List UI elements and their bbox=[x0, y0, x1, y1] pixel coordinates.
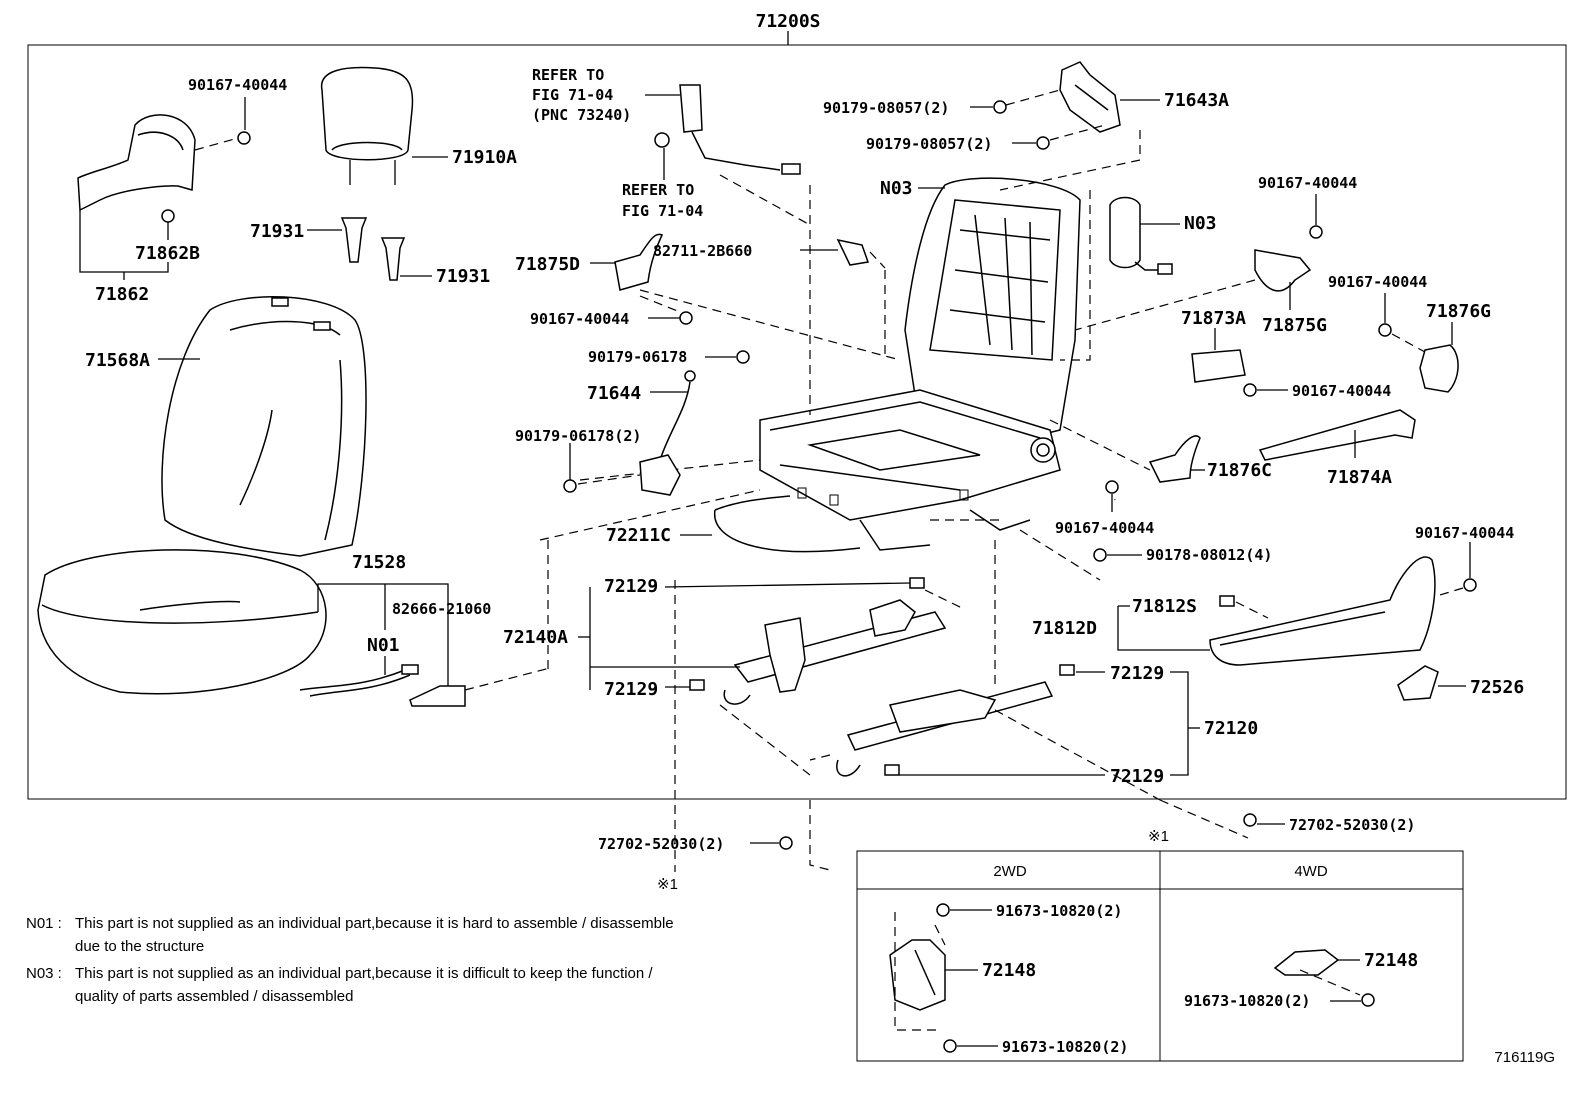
inset-label-91673-c[interactable]: 91673-10820(2) bbox=[1184, 992, 1310, 1010]
refer-text-lower-line2[interactable]: FIG 71-04 bbox=[622, 202, 703, 220]
seat-frame-drawing bbox=[759, 177, 1081, 551]
part-label-71931-b[interactable]: 71931 bbox=[436, 266, 490, 287]
clip-82711-drawing bbox=[836, 238, 870, 266]
back-cover-drawing bbox=[77, 114, 196, 212]
part-label-71875d[interactable]: 71875D bbox=[515, 254, 580, 275]
footnote-n01-line1[interactable]: This part is not supplied as an individu… bbox=[75, 915, 674, 932]
drive-type-inset bbox=[856, 850, 1464, 1062]
part-label-71876c[interactable]: 71876C bbox=[1207, 460, 1272, 481]
assembly-number-label[interactable]: 71200S bbox=[755, 11, 820, 32]
footnote-n01-line2[interactable]: due to the structure bbox=[75, 938, 204, 955]
part-label-71812s[interactable]: 71812S bbox=[1132, 596, 1197, 617]
footnote-n03-code[interactable]: N03 : bbox=[26, 965, 62, 982]
seat-adjuster-right-drawing bbox=[836, 664, 1075, 777]
part-label-n03-frame[interactable]: N03 bbox=[880, 178, 913, 199]
seat-cushion-drawing bbox=[37, 549, 327, 695]
part-label-90179-06178-b[interactable]: 90179-06178(2) bbox=[515, 427, 641, 445]
side-airbag-drawing bbox=[1109, 196, 1173, 275]
part-label-82666-21060[interactable]: 82666-21060 bbox=[392, 600, 491, 618]
part-label-90167-40044-e[interactable]: 90167-40044 bbox=[1292, 382, 1391, 400]
part-label-72129-c[interactable]: 72129 bbox=[1110, 663, 1164, 684]
assembly-frame bbox=[27, 44, 1567, 800]
knob-72526-drawing bbox=[1397, 665, 1439, 701]
harness-71644-drawing bbox=[639, 350, 750, 496]
part-label-90179-08057-a[interactable]: 90179-08057(2) bbox=[823, 99, 949, 117]
bolt-72702-left bbox=[779, 836, 793, 850]
part-label-71931-a[interactable]: 71931 bbox=[250, 221, 304, 242]
part-label-72120[interactable]: 72120 bbox=[1204, 718, 1258, 739]
cover-71873a-drawing bbox=[1191, 349, 1246, 383]
trim-71875g-drawing bbox=[1254, 249, 1312, 292]
bolt-72702-right bbox=[1243, 813, 1257, 827]
trim-71876g-drawing bbox=[1419, 344, 1459, 393]
part-label-90167-40044-b[interactable]: 90167-40044 bbox=[530, 310, 629, 328]
part-label-90178-08012[interactable]: 90178-08012(4) bbox=[1146, 546, 1272, 564]
inset-header-2wd[interactable]: 2WD bbox=[993, 863, 1027, 880]
part-label-82711-2b660[interactable]: 82711-2B660 bbox=[653, 242, 752, 260]
seat-harness-drawing bbox=[299, 664, 466, 707]
seat-adjuster-left-drawing bbox=[689, 577, 947, 705]
refer-text-upper-line1[interactable]: REFER TO bbox=[532, 66, 604, 84]
seatback-cover-drawing bbox=[161, 296, 367, 557]
inset-label-72148-a[interactable]: 72148 bbox=[982, 960, 1036, 981]
figure-code[interactable]: 716119G bbox=[1494, 1049, 1555, 1066]
note-mark-1a[interactable]: ※1 bbox=[657, 876, 678, 893]
part-label-72129-b[interactable]: 72129 bbox=[604, 679, 658, 700]
part-label-90167-40044-f[interactable]: 90167-40044 bbox=[1055, 519, 1154, 537]
bracket-4wd-drawing bbox=[1273, 949, 1375, 1007]
part-label-71876g[interactable]: 71876G bbox=[1426, 301, 1491, 322]
part-label-90167-40044-d[interactable]: 90167-40044 bbox=[1328, 273, 1427, 291]
part-label-71873a[interactable]: 71873A bbox=[1181, 308, 1246, 329]
part-label-71528[interactable]: 71528 bbox=[352, 552, 406, 573]
inset-label-91673-b[interactable]: 91673-10820(2) bbox=[1002, 1038, 1128, 1056]
note-mark-1b[interactable]: ※1 bbox=[1148, 828, 1169, 845]
footnote-n03-line1[interactable]: This part is not supplied as an individu… bbox=[75, 965, 653, 982]
trim-71874a-drawing bbox=[1258, 409, 1416, 461]
part-label-72211c[interactable]: 72211C bbox=[606, 525, 671, 546]
footnote-n03-line2[interactable]: quality of parts assembled / disassemble… bbox=[75, 988, 353, 1005]
part-label-90167-40044-g[interactable]: 90167-40044 bbox=[1415, 524, 1514, 542]
part-label-71568a[interactable]: 71568A bbox=[85, 350, 150, 371]
part-label-71874a[interactable]: 71874A bbox=[1327, 467, 1392, 488]
part-label-n01[interactable]: N01 bbox=[367, 635, 400, 656]
trim-71875d-drawing bbox=[614, 233, 664, 291]
side-shield-drawing bbox=[1209, 556, 1436, 666]
part-label-72702-52030-b[interactable]: 72702-52030(2) bbox=[1289, 816, 1415, 834]
part-label-90167-40044-a[interactable]: 90167-40044 bbox=[188, 76, 287, 94]
part-label-71875g[interactable]: 71875G bbox=[1262, 315, 1327, 336]
wire-72211c-drawing bbox=[714, 495, 861, 553]
part-label-71812d[interactable]: 71812D bbox=[1032, 618, 1097, 639]
part-label-n03-airbag[interactable]: N03 bbox=[1184, 213, 1217, 234]
part-label-71862b[interactable]: 71862B bbox=[135, 243, 200, 264]
bracket-2wd-drawing bbox=[889, 903, 957, 1053]
refer-text-lower-line1[interactable]: REFER TO bbox=[622, 181, 694, 199]
part-label-72526[interactable]: 72526 bbox=[1470, 677, 1524, 698]
part-label-90167-40044-c[interactable]: 90167-40044 bbox=[1258, 174, 1357, 192]
refer-text-upper-line2[interactable]: FIG 71-04 bbox=[532, 86, 613, 104]
part-label-72129-d[interactable]: 72129 bbox=[1110, 766, 1164, 787]
part-label-71644[interactable]: 71644 bbox=[587, 383, 641, 404]
refer-text-upper-line3[interactable]: (PNC 73240) bbox=[532, 106, 631, 124]
part-label-71862[interactable]: 71862 bbox=[95, 284, 149, 305]
part-label-72129-a[interactable]: 72129 bbox=[604, 576, 658, 597]
inset-header-4wd[interactable]: 4WD bbox=[1294, 863, 1328, 880]
headrest-guide-drawing bbox=[340, 217, 406, 281]
part-label-72140a[interactable]: 72140A bbox=[503, 627, 568, 648]
trim-71876c-drawing bbox=[1148, 435, 1201, 483]
part-label-71910a[interactable]: 71910A bbox=[452, 147, 517, 168]
recliner-drawing bbox=[1059, 61, 1121, 133]
footnote-n01-code[interactable]: N01 : bbox=[26, 915, 62, 932]
part-label-71643a[interactable]: 71643A bbox=[1164, 90, 1229, 111]
seat-belt-buckle-drawing bbox=[654, 84, 801, 175]
part-label-90179-06178-a[interactable]: 90179-06178 bbox=[588, 348, 687, 366]
headrest-drawing bbox=[321, 66, 414, 185]
inset-label-91673-a[interactable]: 91673-10820(2) bbox=[996, 902, 1122, 920]
part-label-90179-08057-b[interactable]: 90179-08057(2) bbox=[866, 135, 992, 153]
part-label-72702-52030-a[interactable]: 72702-52030(2) bbox=[598, 835, 724, 853]
inset-label-72148-b[interactable]: 72148 bbox=[1364, 950, 1418, 971]
